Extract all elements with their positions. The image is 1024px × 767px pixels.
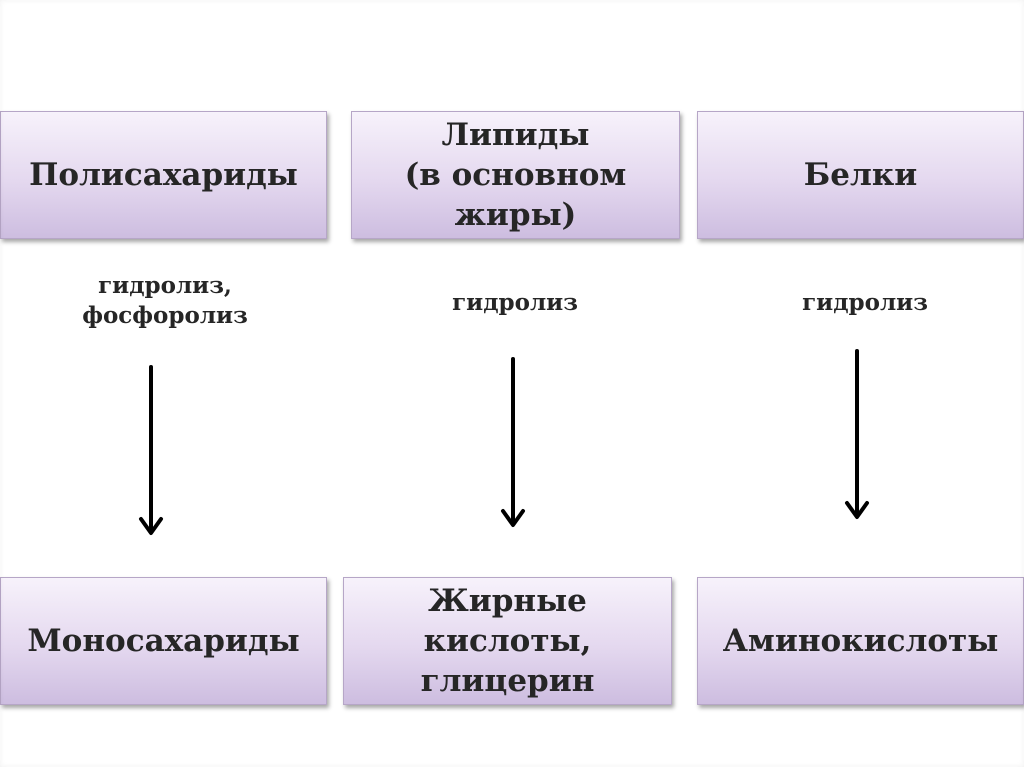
product-box-monosaccharides: Моносахариды — [0, 577, 327, 705]
arrow-lipids — [501, 357, 525, 527]
source-box-proteins: Белки — [697, 111, 1024, 239]
process-label-lipids: гидролиз — [452, 289, 578, 316]
process-label-proteins: гидролиз — [802, 289, 928, 316]
source-label-proteins: Белки — [803, 157, 918, 193]
product-box-fatty-acids: Жирные кислоты, глицерин — [343, 577, 672, 705]
arrow-proteins — [845, 349, 869, 519]
source-box-lipids: Липиды (в основном жиры) — [351, 111, 680, 239]
product-label-monosaccharides: Моносахариды — [27, 623, 300, 659]
product-label-fatty-acids: Жирные кислоты, глицерин — [420, 583, 595, 699]
product-box-amino-acids: Аминокислоты — [697, 577, 1024, 705]
source-label-polysaccharides: Полисахариды — [29, 157, 298, 193]
product-label-amino-acids: Аминокислоты — [722, 623, 999, 659]
arrow-polysaccharides — [139, 365, 163, 535]
process-label-polysaccharides: гидролиз, фосфоролиз — [82, 272, 248, 329]
source-box-polysaccharides: Полисахариды — [0, 111, 327, 239]
source-label-lipids: Липиды (в основном жиры) — [404, 117, 627, 233]
